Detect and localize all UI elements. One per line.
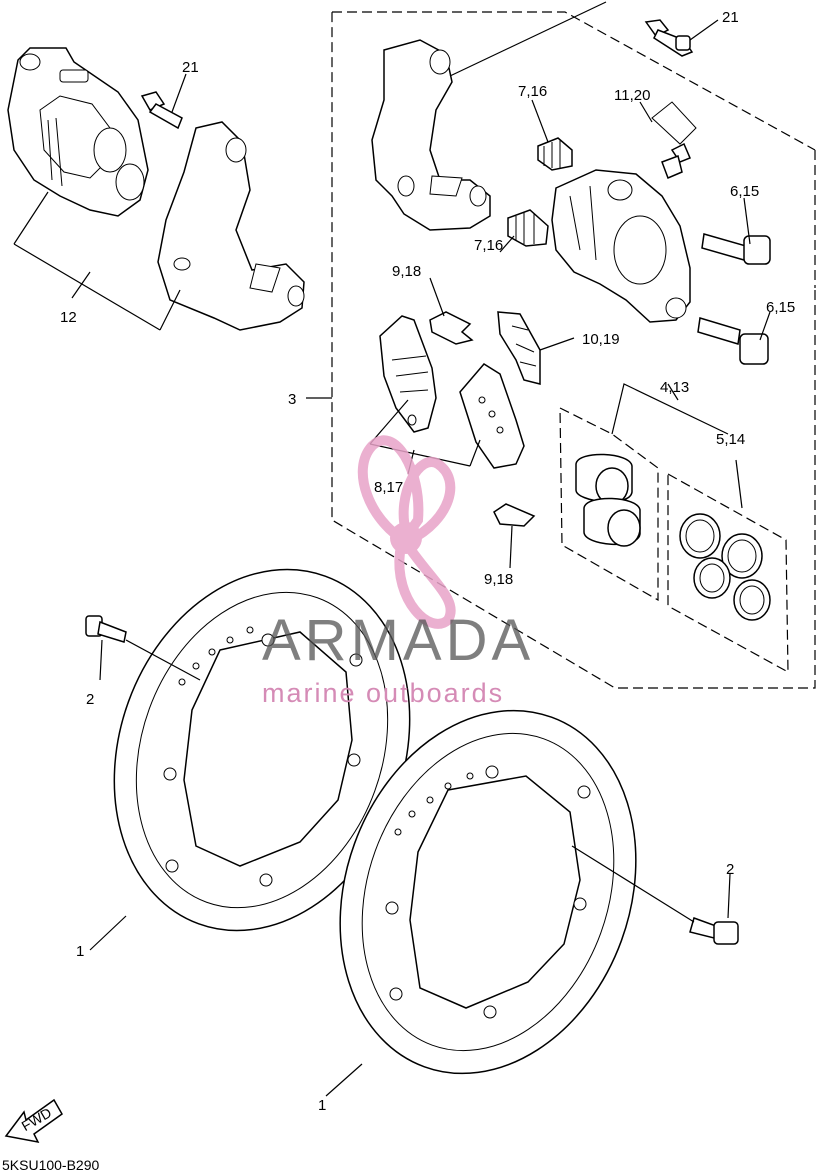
label-11-20: 11,20 (614, 87, 650, 104)
seal-group-outline (667, 472, 789, 674)
caliper-piston-upper (575, 453, 633, 505)
bleed-screw (651, 101, 697, 179)
label-8-17: 8,17 (374, 479, 403, 496)
bolt-21-left (140, 91, 183, 130)
pad-spring-upper (429, 311, 474, 345)
left-caliper (7, 47, 149, 217)
label-12: 12 (60, 309, 77, 326)
brake-pad-front (379, 315, 437, 433)
label-2-right: 2 (726, 861, 734, 878)
label-7-16-lower: 7,16 (474, 237, 503, 254)
pad-clip (497, 311, 541, 385)
caliper-piston-lower (583, 497, 641, 547)
caliper-bolt-upper (701, 233, 771, 265)
watermark-tagline: marine outboards (262, 678, 504, 708)
disc-bolt-right (689, 917, 739, 945)
watermark: ARMADA marine outboards (262, 435, 534, 708)
callout-labels: 21 21 12 3 7,16 7,16 11,20 6,15 6,15 9,1… (60, 9, 795, 1114)
piston-seals (679, 513, 771, 621)
pin-boot-lower (507, 209, 549, 247)
disc-bolt-left (85, 615, 127, 643)
label-21-left: 21 (182, 59, 199, 76)
caliper-bolt-lower (697, 317, 769, 365)
bolt-21-right (644, 19, 694, 57)
brake-pad-rear (459, 363, 525, 469)
label-9-18-lower: 9,18 (484, 571, 513, 588)
label-6-15-lower: 6,15 (766, 299, 795, 316)
label-6-15-upper: 6,15 (730, 183, 759, 200)
label-3: 3 (288, 391, 296, 408)
left-caliper-bracket (157, 121, 305, 331)
label-1-right: 1 (318, 1097, 326, 1114)
right-caliper-body (551, 169, 691, 323)
brake-disc-right (339, 709, 637, 1075)
label-2-left: 2 (86, 691, 94, 708)
brake-disc-left (113, 568, 411, 932)
propeller-logo (357, 435, 456, 629)
forward-arrow: FWD (4, 1098, 63, 1144)
label-10-19: 10,19 (582, 331, 620, 348)
piston-group-outline (559, 407, 659, 602)
diagram-code: 5KSU100-B290 (2, 1157, 100, 1173)
right-caliper-bracket (371, 39, 491, 231)
label-1-left: 1 (76, 943, 84, 960)
label-4-13: 4,13 (660, 379, 689, 396)
label-21-right: 21 (722, 9, 739, 26)
label-9-18-upper: 9,18 (392, 263, 421, 280)
caliper-assembly-outline (331, 11, 816, 689)
pin-boot-upper (537, 137, 573, 171)
pad-spring-lower (493, 503, 536, 527)
watermark-brand: ARMADA (262, 608, 534, 673)
label-7-16-upper: 7,16 (518, 83, 547, 100)
label-5-14: 5,14 (716, 431, 745, 448)
